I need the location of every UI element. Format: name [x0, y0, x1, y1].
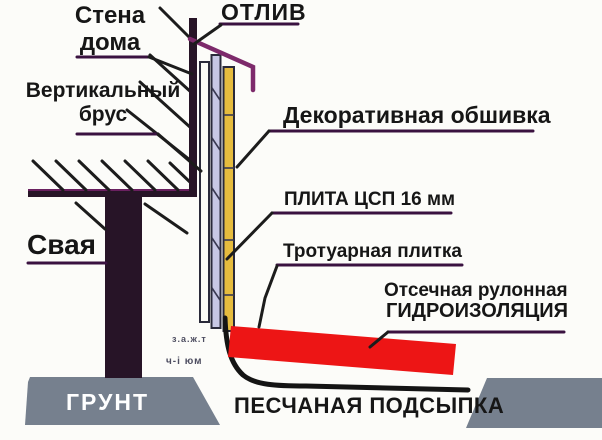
label-csp-board: ПЛИТА ЦСП 16 мм	[284, 189, 456, 210]
label-house-wall-line1: Стена	[74, 2, 146, 29]
csp-board-shape	[210, 54, 222, 329]
label-vertical-beam-line1: Вертикальный	[25, 79, 181, 102]
floor-hatching	[31, 159, 194, 192]
membrane-curve	[222, 315, 471, 393]
floor-shape	[28, 191, 197, 197]
pile-shape	[105, 196, 142, 378]
wall-shape	[189, 18, 197, 196]
label-house-wall-line2: дома	[79, 29, 141, 56]
label-ground: ГРУНТ	[66, 389, 150, 415]
label-vertical-beam: Вертикальный брус	[22, 79, 184, 127]
label-waterproofing-line2: ГИДРОИЗОЛЯЦИЯ	[386, 300, 569, 322]
label-underlines	[26, 22, 566, 334]
artifact-text-1: з.а.ж.т	[172, 334, 207, 344]
leader-lines	[147, 23, 390, 349]
label-flashing: ОТЛИВ	[221, 0, 307, 25]
artifact-text-2: ч-і юм	[166, 356, 203, 367]
floor-top-edge	[28, 189, 197, 192]
ground-left-shape	[25, 377, 220, 425]
cladding-shape	[222, 66, 235, 332]
label-vertical-beam-line2: брус	[78, 103, 128, 126]
label-cladding: Декоративная обшивка	[283, 102, 551, 128]
pile-hatching	[74, 201, 189, 235]
vertical-beam-shape	[199, 61, 210, 323]
label-paving-tiles: Тротуарная плитка	[283, 241, 462, 262]
label-waterproofing-line1: Отсечная рулонная	[384, 280, 568, 301]
label-pile: Свая	[27, 229, 96, 260]
label-house-wall: Стена дома	[64, 2, 156, 56]
sand-bed-right-shape	[466, 378, 602, 428]
flashing-shape	[187, 36, 256, 93]
waterproofing-band-shape	[228, 326, 456, 375]
label-sand-bed: ПЕСЧАНАЯ ПОДСЫПКА	[234, 393, 505, 418]
